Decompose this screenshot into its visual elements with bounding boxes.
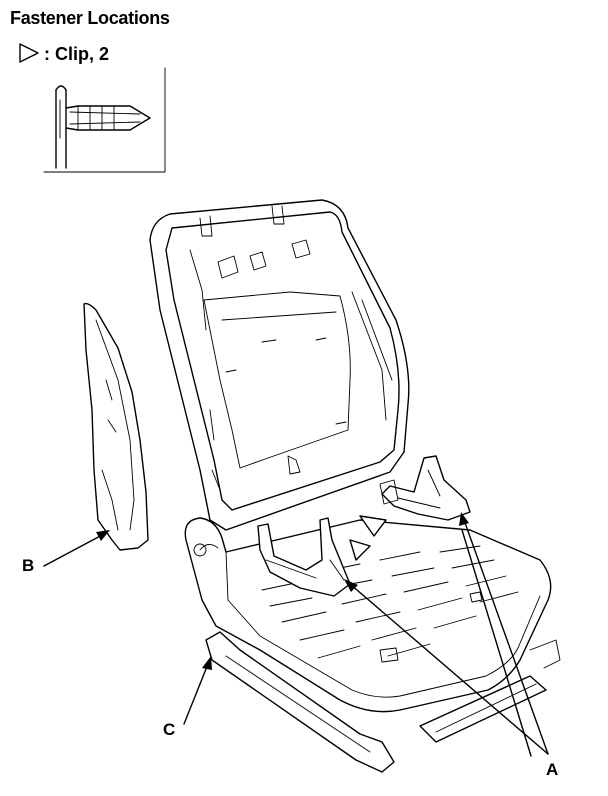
leader-lines <box>43 512 549 757</box>
side-trim-panel <box>83 302 149 551</box>
seat-rails <box>205 631 561 773</box>
clip-bracket-left <box>257 517 351 597</box>
clip-detail <box>43 67 166 173</box>
diagram-title: Fastener Locations <box>10 8 170 28</box>
legend-clip-text: : Clip, 2 <box>44 44 110 64</box>
open-triangle-icon <box>19 43 39 63</box>
callout-b: B <box>22 556 35 575</box>
callout-a: A <box>546 760 559 779</box>
clip-location-triangle-1 <box>359 515 387 537</box>
callout-c: C <box>163 720 176 739</box>
clip-bracket-right <box>379 455 471 521</box>
clip-location-triangle-2 <box>349 539 371 561</box>
seat-back-frame <box>149 199 410 531</box>
